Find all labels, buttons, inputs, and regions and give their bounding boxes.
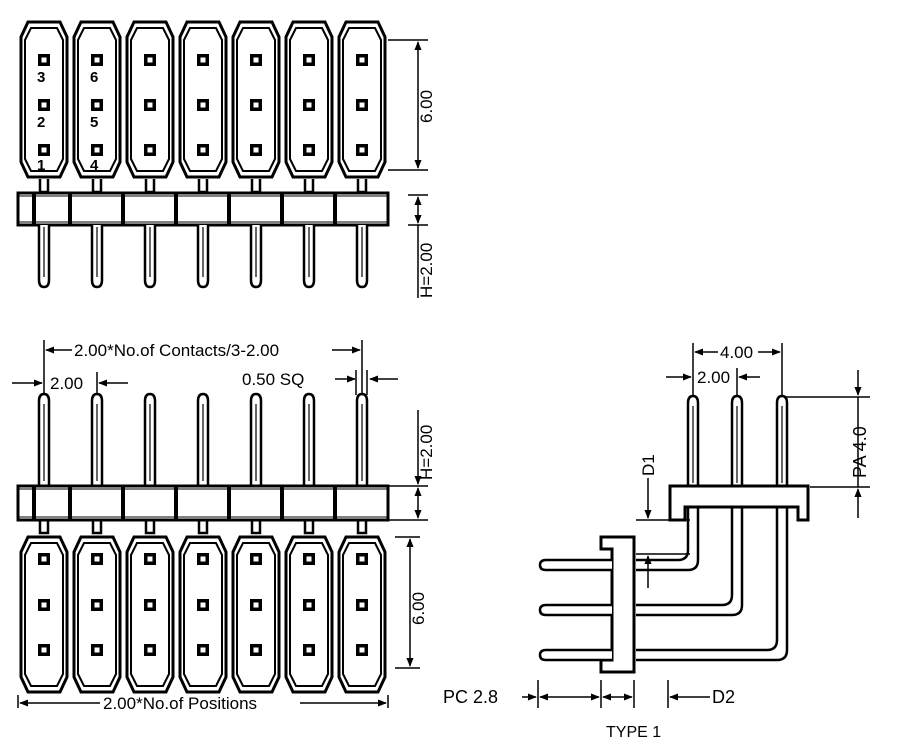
positions-dimension: 2.00*No.of Positions [103, 694, 257, 713]
front-h-dimension: H=2.00 [417, 425, 436, 480]
side-view: 4.00 2.00 PA 4.0 D1 PC 2.8 D2 TYPE 1 [443, 343, 870, 741]
top-pin-stubs [38, 177, 368, 194]
pitch-dimension: 2.00 [50, 374, 83, 393]
pin-number-labels: 3 6 2 5 1 4 [37, 69, 99, 174]
pin-label-4: 4 [90, 157, 99, 174]
front-side-dimensions [17, 410, 428, 708]
span-dimension: 2.00*No.of Contacts/3-2.00 [74, 341, 279, 360]
d2-dimension: D2 [712, 687, 735, 707]
pa-dimension: PA 4.0 [850, 426, 870, 478]
row-spacing-dimension: 4.00 [720, 343, 753, 362]
pin-label-5: 5 [90, 114, 98, 131]
top-plastic-strip [16, 191, 390, 227]
type-caption: TYPE 1 [606, 724, 661, 741]
side-bent-leads [636, 507, 789, 662]
front-pin-stubs [38, 518, 368, 535]
top-view: 3 6 2 5 1 4 [16, 20, 436, 298]
pin-label-3: 3 [37, 69, 45, 86]
front-height-dimension: 6.00 [409, 592, 428, 625]
front-plastic-strip [16, 484, 390, 522]
front-view: 2.00*No.of Contacts/3-2.00 2.00 0.50 SQ [12, 340, 436, 713]
front-pins-upper [37, 392, 369, 488]
top-h-dimension: H=2.00 [417, 243, 436, 298]
side-top-insulator [668, 484, 810, 522]
front-dimension-lines [12, 340, 398, 395]
d1-dimension: D1 [639, 454, 658, 476]
side-pitch-dimension: 2.00 [697, 368, 730, 387]
top-height-dimension: 6.00 [417, 90, 436, 123]
side-dimension-lines [522, 343, 870, 708]
side-horizontal-pins [538, 558, 612, 662]
top-pin-tails [37, 223, 369, 289]
pin-label-1: 1 [37, 157, 45, 174]
side-upright-pins [686, 394, 789, 490]
square-dimension: 0.50 SQ [242, 370, 304, 389]
pin-label-2: 2 [37, 114, 45, 131]
pc-dimension: PC 2.8 [443, 687, 498, 707]
pin-label-6: 6 [90, 69, 98, 86]
top-dimensions [388, 39, 428, 298]
